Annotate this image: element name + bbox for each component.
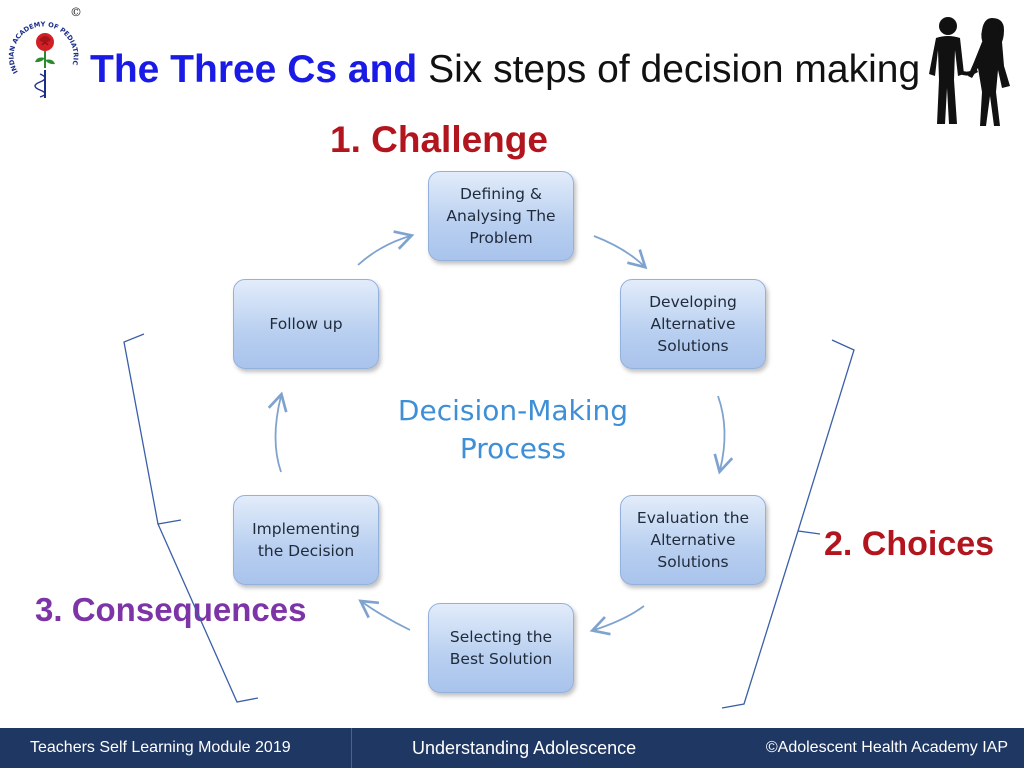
- couple-silhouette-icon: [929, 17, 1010, 126]
- step-text: Defining &: [459, 185, 543, 203]
- footer-copyright: ©Adolescent Health Academy IAP: [765, 739, 1008, 756]
- arrow-4-to-5: [358, 599, 411, 631]
- step-follow-up: Follow up: [233, 279, 379, 369]
- step-text: Alternative: [650, 315, 736, 333]
- diagram-center-label: Decision-Making Process: [360, 392, 666, 468]
- step-evaluation-alternatives: Evaluation the Alternative Solutions: [620, 495, 766, 585]
- arrow-5-to-6: [267, 391, 288, 473]
- step-developing-alternatives: Developing Alternative Solutions: [620, 279, 766, 369]
- challenge-label: 1. Challenge: [330, 119, 548, 160]
- choices-label: 2. Choices: [824, 525, 995, 563]
- footer-divider: [351, 728, 352, 768]
- arrow-3-to-4: [589, 605, 645, 636]
- right-brace: [721, 339, 855, 709]
- iap-logo: INDIAN ACADEMY OF PEDIATRICS ©: [6, 2, 82, 98]
- step-text: Solutions: [657, 337, 729, 355]
- slide-title: The Three Cs and Six steps of decision m…: [90, 46, 920, 94]
- step-text: Implementing: [252, 520, 360, 538]
- step-text: Best Solution: [449, 650, 553, 668]
- footer-module: Teachers Self Learning Module 2019: [30, 739, 291, 756]
- title-rest: Six steps of decision making: [428, 48, 921, 91]
- left-brace: [123, 333, 259, 703]
- step-text: Evaluation the: [636, 509, 750, 527]
- step-selecting-best-solution: Selecting the Best Solution: [428, 603, 574, 693]
- cycle-arrows: [123, 230, 855, 709]
- step-text: Follow up: [269, 315, 343, 333]
- arrow-2-to-3: [713, 395, 734, 475]
- step-implementing-decision: Implementing the Decision: [233, 495, 379, 585]
- step-text: Solutions: [657, 553, 729, 571]
- footer-bar: Teachers Self Learning Module 2019 Under…: [0, 728, 1024, 768]
- consequences-label: 3. Consequences: [35, 591, 307, 628]
- center-line-1: Decision-Making: [397, 394, 629, 427]
- arrow-1-to-2: [593, 235, 648, 270]
- footer-topic: Understanding Adolescence: [412, 738, 637, 758]
- step-text: Problem: [469, 229, 533, 247]
- title-strong: The Three Cs and: [90, 48, 418, 91]
- step-text: Alternative: [650, 531, 736, 549]
- step-text: the Decision: [257, 542, 355, 560]
- caduceus-icon: [34, 70, 46, 98]
- step-text: Analysing The: [446, 207, 556, 225]
- step-text: Developing: [649, 293, 737, 311]
- rose-icon: [35, 33, 55, 68]
- step-text: Selecting the: [449, 628, 553, 646]
- arrow-6-to-1: [357, 230, 415, 266]
- step-defining-problem: Defining & Analysing The Problem: [428, 171, 574, 261]
- copyright-mark: ©: [70, 5, 82, 19]
- center-line-2: Process: [459, 432, 567, 465]
